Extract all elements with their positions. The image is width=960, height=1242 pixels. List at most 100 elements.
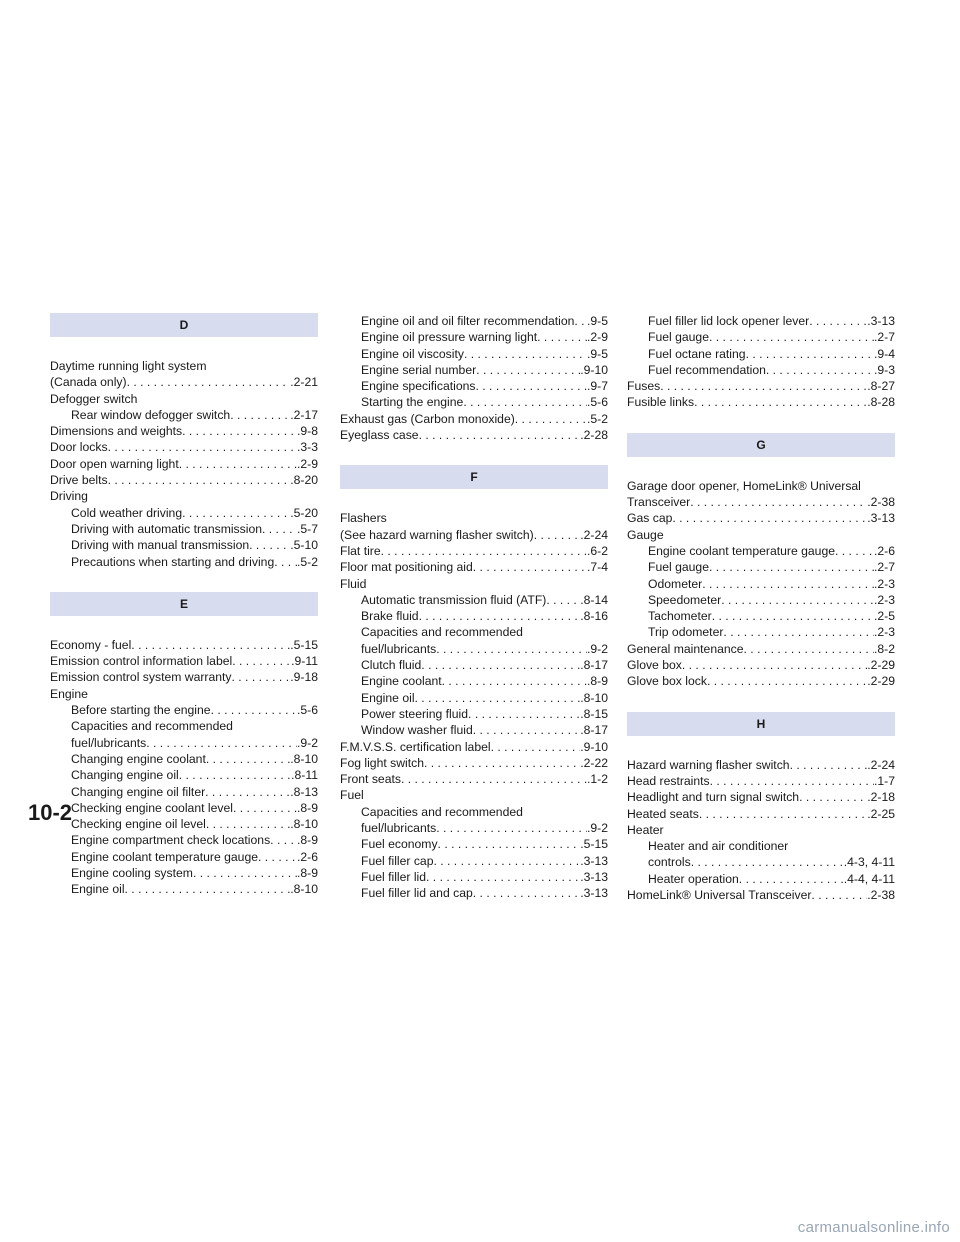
entry-text: Engine oil <box>71 882 125 897</box>
entry-text: Garage door opener, HomeLink® Universal <box>627 478 861 493</box>
section-header: F <box>340 465 608 490</box>
index-entry: Heater <box>627 822 895 838</box>
entry-text: Fuel filler lid lock opener lever <box>648 314 810 328</box>
entry-text: Engine oil pressure warning light <box>361 330 538 345</box>
section-header: D <box>50 313 318 337</box>
dot-leader <box>419 427 581 443</box>
index-subentry: fuel/lubricants.9-2 <box>340 820 608 836</box>
section-header: H <box>627 711 895 736</box>
dot-leader <box>690 494 867 510</box>
index-entry: Headlight and turn signal switch.2-18 <box>627 789 895 805</box>
dot-leader <box>476 362 580 378</box>
dot-leader <box>232 669 291 685</box>
dot-leader <box>473 885 580 901</box>
entry-text: Engine serial number <box>361 362 477 377</box>
page-reference: .2-3 <box>873 625 895 640</box>
index-entry: F.M.V.S.S. certification label.9-10 <box>340 739 608 755</box>
index-entry: Daytime running light system <box>50 358 318 374</box>
page-reference: .2-22 <box>580 755 608 770</box>
index-entry: Transceiver.2-38 <box>627 494 895 510</box>
page-reference: .2-7 <box>873 330 895 345</box>
page-reference: .9-3 <box>873 362 895 377</box>
index-subentry: Clutch fluid.8-17 <box>340 657 608 673</box>
index-entry: Fog light switch.2-22 <box>340 755 608 771</box>
dot-leader <box>660 378 867 394</box>
dot-leader <box>672 510 867 526</box>
index-subentry: Heater operation.4-4, 4-11 <box>627 871 895 887</box>
page-reference: .2-9 <box>586 330 608 345</box>
page-reference: .8-10 <box>290 817 318 832</box>
dot-leader <box>723 624 874 640</box>
entry-text: Fuel filler lid <box>361 869 427 884</box>
entry-text: Front seats <box>340 772 401 787</box>
index-entry: Drive belts.8-20 <box>50 472 318 488</box>
dot-leader <box>809 313 867 329</box>
entry-text: Hazard warning flasher switch <box>627 757 790 772</box>
entry-text: Engine coolant temperature gauge <box>648 543 836 558</box>
page-reference: .2-38 <box>867 888 895 903</box>
dot-leader <box>709 329 874 345</box>
page-reference: .2-24 <box>867 757 895 772</box>
entry-text: Cold weather driving <box>71 505 183 520</box>
index-subentry: Power steering fluid.8-15 <box>340 706 608 722</box>
index-subentry: Fuel filler lid.3-13 <box>340 869 608 885</box>
dot-leader <box>193 865 297 881</box>
page-reference: .5-7 <box>296 521 318 536</box>
index-subentry: Fuel recommendation.9-3 <box>627 362 895 378</box>
dot-leader <box>426 869 580 885</box>
index-column-3: Fuel filler lid lock opener lever.3-13Fu… <box>627 313 895 903</box>
index-subentry: Fuel octane rating.9-4 <box>627 346 895 362</box>
dot-leader <box>473 559 587 575</box>
index-subentry: Engine specifications.9-7 <box>340 378 608 394</box>
page-reference: .8-15 <box>580 706 608 721</box>
index-subentry: Engine oil pressure warning light .2-9 <box>340 329 608 345</box>
index-entry: Door open warning light.2-9 <box>50 456 318 472</box>
entry-text: Dimensions and weights <box>50 424 183 439</box>
entry-text: Window washer fluid <box>361 723 473 738</box>
entry-text: Flashers <box>340 511 387 526</box>
entry-text: Driving with automatic transmission <box>71 521 263 536</box>
entry-text: Glove box <box>627 658 682 673</box>
dot-leader <box>127 374 291 390</box>
index-subentry: Cold weather driving.5-20 <box>50 505 318 521</box>
section-spacer <box>340 489 608 510</box>
page-reference: .5-2 <box>296 554 318 569</box>
dot-leader <box>766 362 874 378</box>
page-reference: .2-7 <box>873 560 895 575</box>
page-reference: .4-3, 4-11 <box>843 855 895 870</box>
dot-leader <box>491 739 581 755</box>
page-reference: .1-2 <box>586 772 608 787</box>
section-spacer <box>627 736 895 757</box>
entry-text: Fuel filler lid and cap <box>361 886 473 901</box>
entry-text: Brake fluid <box>361 609 419 624</box>
page-reference: .8-10 <box>580 690 608 705</box>
index-subentry: Window washer fluid.8-17 <box>340 722 608 738</box>
page-reference: .1-7 <box>873 773 895 788</box>
dot-leader <box>274 554 297 570</box>
entry-text: Engine oil viscosity <box>361 346 464 361</box>
dot-leader <box>424 755 580 771</box>
dot-leader <box>415 690 581 706</box>
entry-text: fuel/lubricants <box>71 735 147 750</box>
page-reference: .9-2 <box>586 641 608 656</box>
page-reference: .2-29 <box>867 658 895 673</box>
entry-text: Rear window defogger switch <box>71 407 231 422</box>
dot-leader <box>534 527 580 543</box>
index-entry: Eyeglass case.2-28 <box>340 427 608 443</box>
page-reference: .8-11 <box>291 768 318 783</box>
index-subentry: Speedometer.2-3 <box>627 592 895 608</box>
entry-text: Before starting the engine <box>71 703 211 718</box>
index-entry: Emission control system warranty.9-18 <box>50 669 318 685</box>
page-reference: .8-9 <box>296 800 318 815</box>
index-subentry: Engine oil.8-10 <box>50 881 318 897</box>
index-subentry: Fuel filler cap.3-13 <box>340 853 608 869</box>
entry-text: Precautions when starting and driving <box>71 554 275 569</box>
dot-leader <box>739 871 844 887</box>
index-subentry: Capacities and recommended <box>340 804 608 820</box>
page-reference: .8-2 <box>873 641 895 656</box>
page-reference: .2-29 <box>867 674 895 689</box>
dot-leader <box>721 592 874 608</box>
index-entry: Fusible links.8-28 <box>627 394 895 410</box>
index-entry: Fluid <box>340 576 608 592</box>
dot-leader <box>746 346 874 362</box>
